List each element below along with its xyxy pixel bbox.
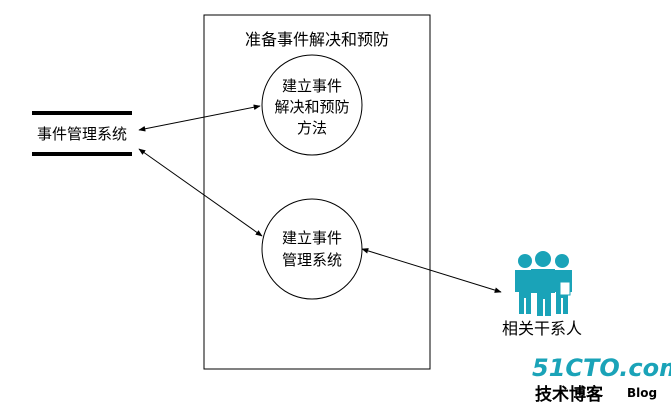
- watermark-blog: Blog: [627, 386, 657, 400]
- circle-system-line1: 建立事件: [282, 229, 342, 247]
- circle-methods-shape: [261, 54, 363, 156]
- circle-system-shape: [261, 198, 363, 300]
- arrow-store-to-methods: [138, 104, 261, 132]
- data-store-incident-system[interactable]: 事件管理系统: [32, 111, 132, 156]
- arrow-store-to-system: [138, 148, 263, 237]
- circle-system-line2: 管理系统: [282, 251, 342, 269]
- circle-methods-line3: 方法: [297, 119, 327, 137]
- people-group-icon: [515, 251, 572, 316]
- watermark-subtitle: 技术博客: [535, 384, 604, 405]
- external-entity-stakeholders[interactable]: 相关干系人: [502, 251, 582, 338]
- arrow-system-to-stakeholders: [361, 248, 502, 293]
- process-title: 准备事件解决和预防: [245, 30, 389, 49]
- watermark: 51CTO.com 技术博客 Blog: [532, 354, 671, 405]
- process-circle-system[interactable]: 建立事件 管理系统: [261, 198, 363, 300]
- stakeholders-label: 相关干系人: [502, 319, 582, 338]
- process-circle-methods[interactable]: 建立事件 解决和预防 方法: [261, 54, 363, 156]
- circle-methods-line2: 解决和预防: [274, 98, 349, 116]
- data-store-label: 事件管理系统: [37, 125, 127, 143]
- process-boundary-box: [203, 14, 431, 370]
- watermark-brand: 51CTO.com: [532, 354, 671, 382]
- circle-methods-line1: 建立事件: [282, 77, 342, 95]
